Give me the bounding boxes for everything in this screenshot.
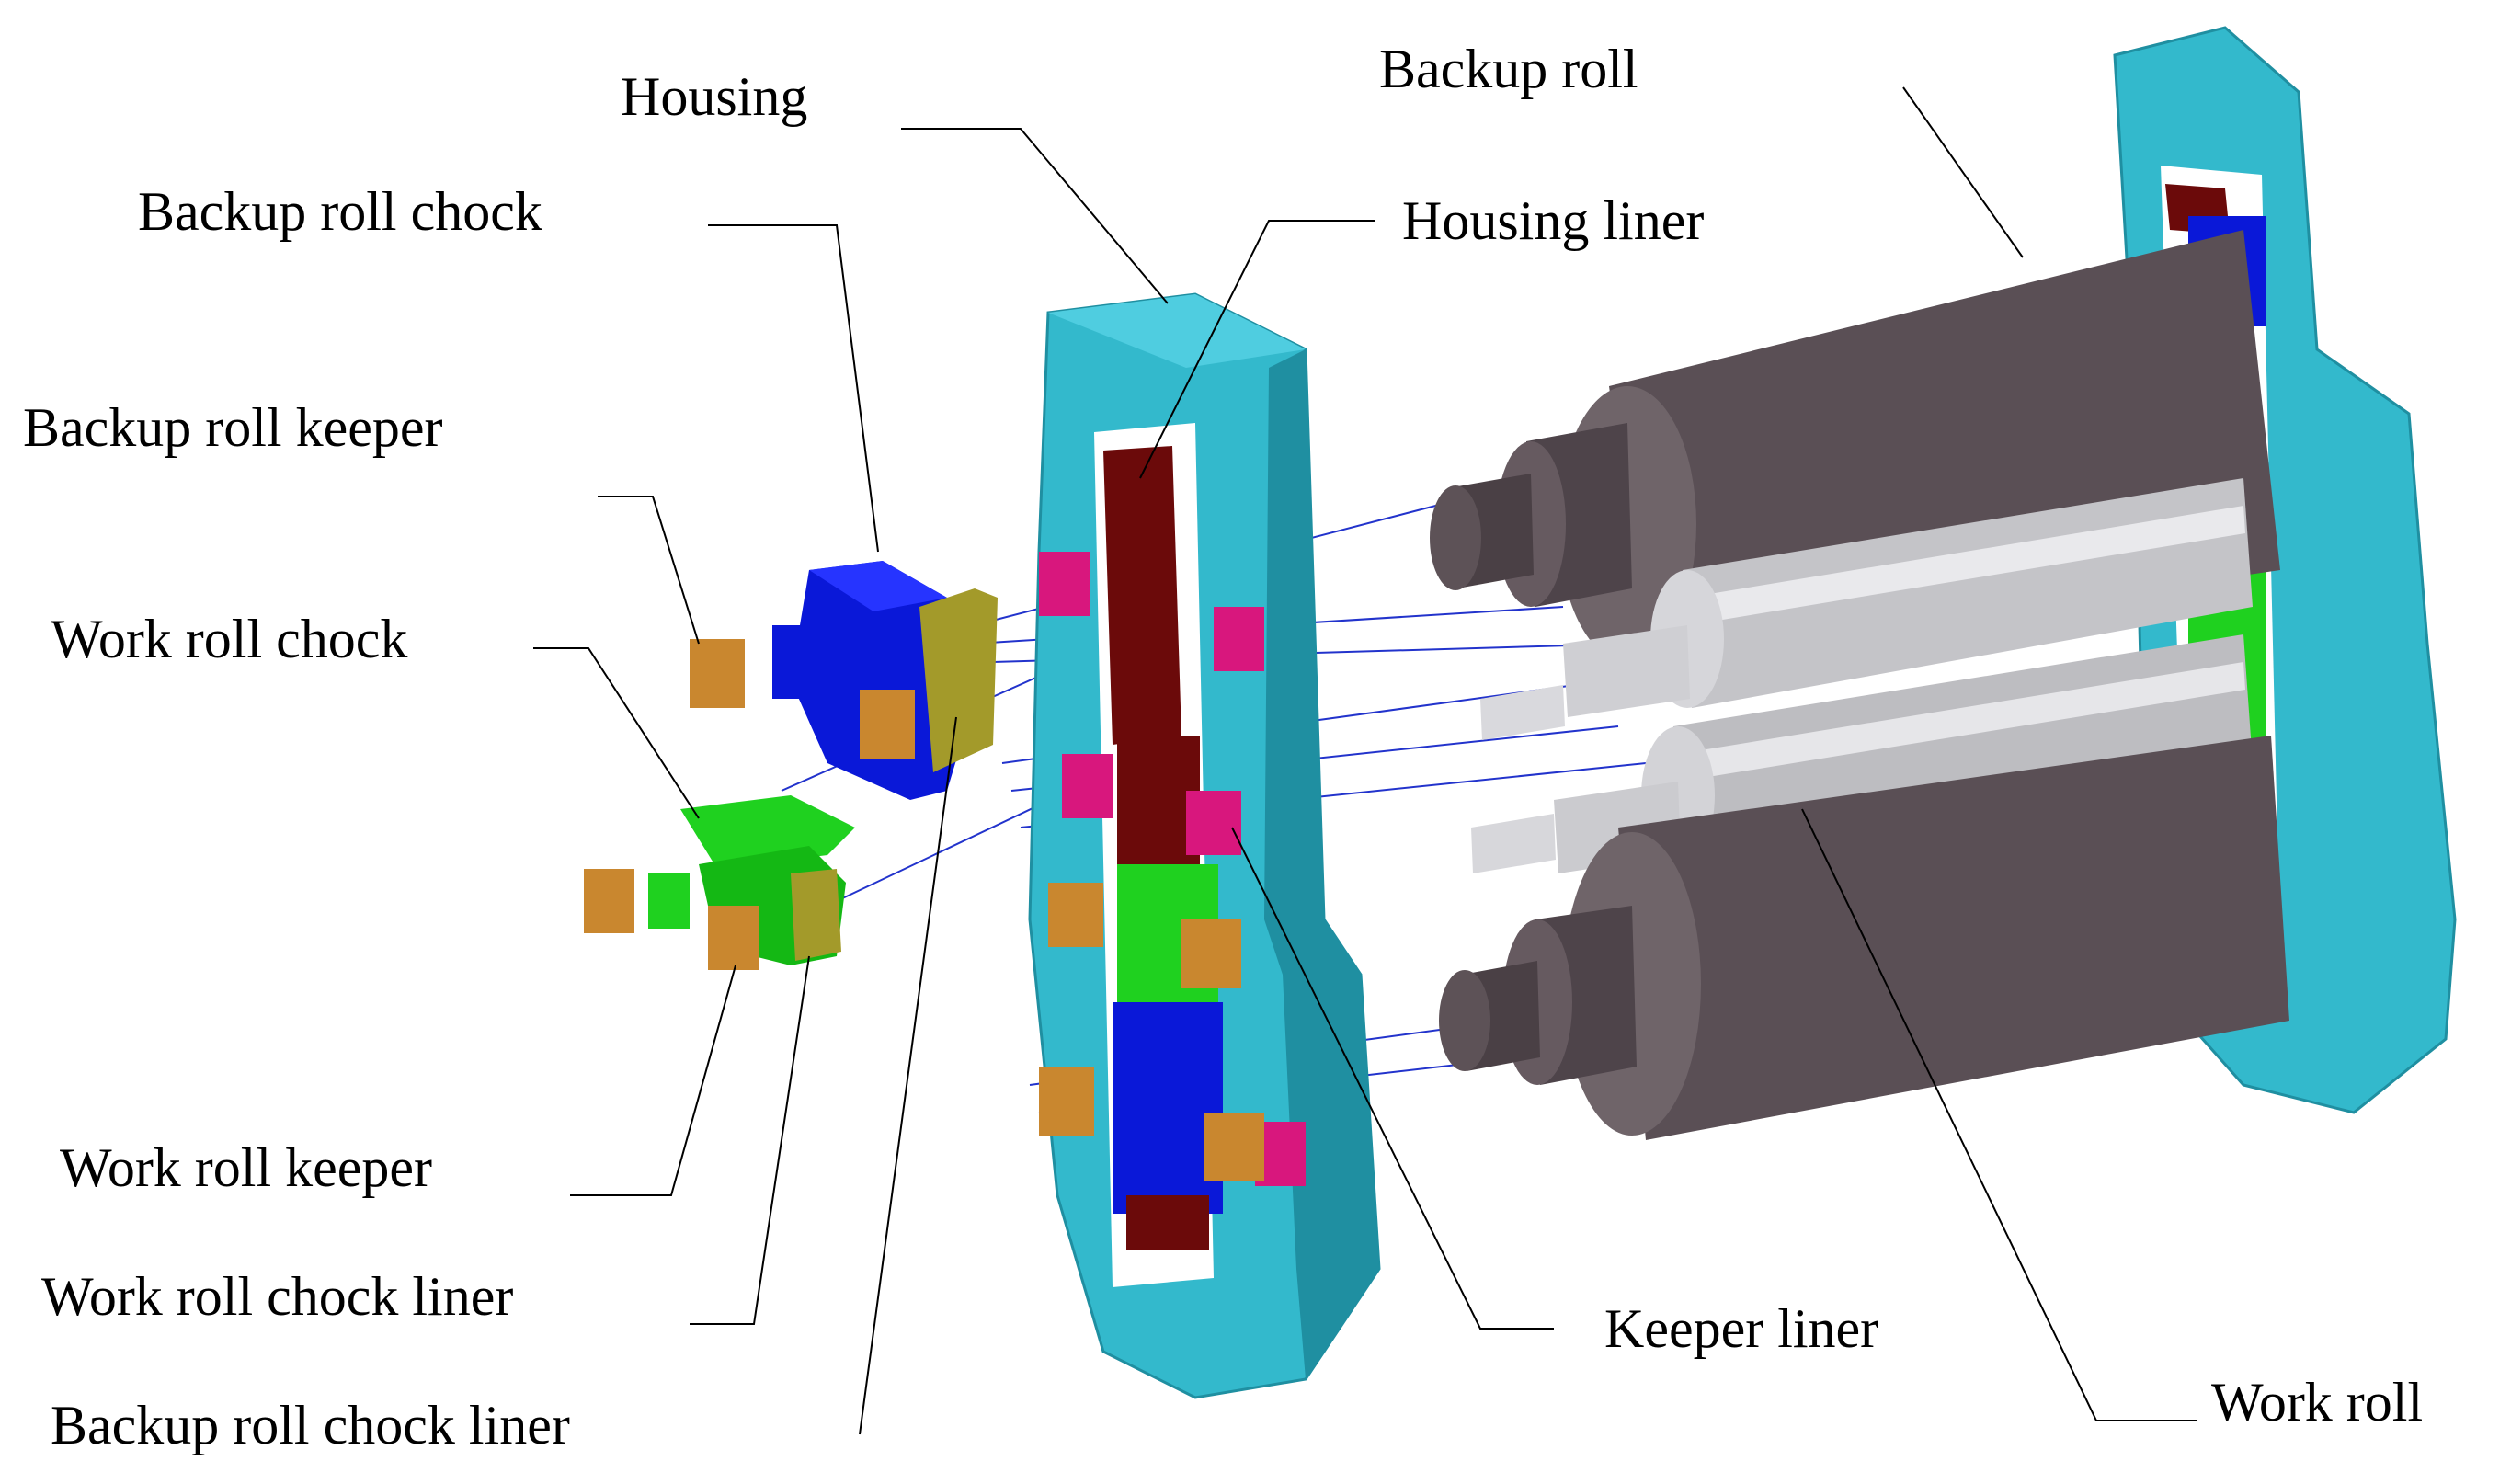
backup-roll-keeper-piece (690, 639, 745, 708)
work-roll-upper (1480, 478, 2253, 740)
leader-housing-liner (1139, 220, 1375, 479)
work-roll-chock-assembly (584, 795, 855, 970)
near-housing-top-face (1048, 294, 1306, 368)
leader-work-roll-keeper (570, 965, 736, 1196)
work-roll-upper-neck (1563, 625, 1690, 717)
backup-roll-top-shaft-end (1430, 485, 1481, 590)
backup-roll-bottom (1439, 736, 2289, 1140)
backup-roll-chock-top (809, 561, 947, 611)
backup-roll-chock-liner-block (919, 588, 998, 772)
work-roll-keeper-piece (708, 906, 759, 970)
near-housing-liner (1103, 446, 1181, 745)
leader-work-roll (1801, 808, 2197, 1421)
leader-keeper-liner (1231, 827, 1554, 1330)
work-roll-chock-arm (648, 873, 690, 929)
work-roll-keeper-piece (584, 869, 634, 933)
work-roll-lower-shaft (1471, 814, 1556, 873)
backup-roll-bottom-shaft-end (1439, 970, 1490, 1071)
near-housing-backup-chock (1113, 1002, 1223, 1214)
label-work-roll-chock-liner: Work roll chock liner (41, 1266, 513, 1327)
leader-backup-roll-chock-liner (859, 716, 957, 1435)
work-roll-lower-highlight (1678, 662, 2245, 782)
leader-work-roll-chock-liner (690, 955, 810, 1325)
backup-roll-keeper-piece (860, 690, 915, 759)
label-housing-liner: Housing liner (1402, 190, 1704, 251)
leader-housing (901, 128, 1169, 304)
backup-roll-chock-arm (772, 625, 818, 699)
keeper-piece (1204, 1113, 1264, 1181)
keeper-liner-piece (1186, 791, 1241, 855)
work-roll-chock-liner-block (791, 869, 841, 961)
labels: Housing Backup roll Backup roll chock Ho… (23, 39, 2423, 1455)
label-work-roll-chock: Work roll chock (51, 609, 407, 669)
backup-roll-bottom-body (1618, 736, 2289, 1140)
keeper-piece (1181, 919, 1241, 988)
keeper-piece (1039, 1067, 1094, 1136)
backup-roll-chock-assembly (690, 561, 998, 800)
label-work-roll-keeper: Work roll keeper (60, 1137, 432, 1198)
keeper-liner-piece (1062, 754, 1113, 818)
leader-backup-roll (1902, 86, 2024, 258)
keeper-piece (1048, 883, 1103, 947)
label-work-roll: Work roll (2211, 1372, 2423, 1433)
label-backup-roll-keeper: Backup roll keeper (23, 397, 442, 458)
label-backup-roll-chock-liner: Backup roll chock liner (51, 1395, 570, 1455)
work-roll-upper-shaft (1480, 685, 1565, 740)
near-housing-liners (1039, 552, 1306, 1186)
label-backup-roll-chock: Backup roll chock (138, 181, 542, 242)
label-housing: Housing (621, 66, 807, 127)
work-roll-upper-highlight (1687, 506, 2245, 625)
leader-backup-roll-keeper (598, 496, 700, 645)
leader-backup-roll-chock (708, 224, 879, 553)
label-keeper-liner: Keeper liner (1604, 1298, 1878, 1359)
keeper-liner-piece (1214, 607, 1264, 671)
label-backup-roll: Backup roll (1379, 39, 1638, 99)
leader-lines (533, 86, 2197, 1435)
near-housing-lower-liner (1126, 1195, 1209, 1250)
leader-work-roll-chock (533, 647, 700, 819)
keeper-liner-piece (1039, 552, 1090, 616)
